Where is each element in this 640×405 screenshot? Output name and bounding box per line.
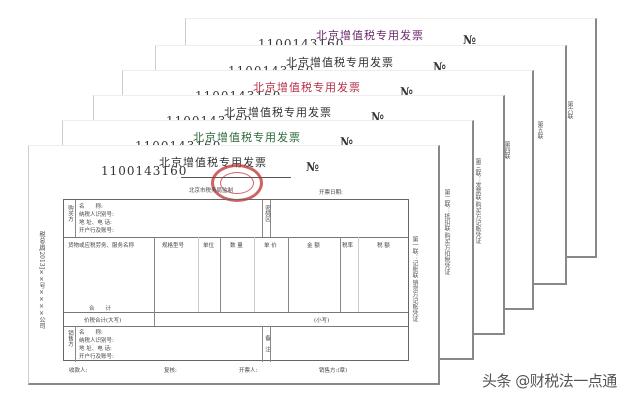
seller-label: 销售方 — [67, 330, 73, 347]
col-unit: 单位 — [203, 243, 215, 249]
official-stamp — [211, 164, 263, 202]
issue-date-label: 开票日期: — [319, 190, 343, 196]
col-tax: 税 额 — [377, 243, 390, 249]
invoice-title: 北京增值税专用发票 — [253, 81, 361, 94]
buyer-address-field: 地 址、电 话: — [79, 220, 112, 226]
buyer-bank-field: 开户行及账号: — [79, 228, 114, 234]
side-label: 第四联 — [503, 141, 510, 159]
payee-label: 收款人: — [69, 368, 88, 374]
col-amount: 金 额 — [307, 243, 320, 249]
invoice-front-sheet: 1100143160 北京增值税专用发票 № 北京市税务局监制 开票日期: 税总… — [28, 145, 440, 385]
invoice-number: 1100143160 — [101, 164, 188, 178]
col-spec: 规格型号 — [162, 243, 185, 249]
buyer-name-field: 名 称: — [79, 204, 103, 210]
invoice-title: 北京增值税专用发票 — [224, 106, 332, 119]
drawer-label: 开票人: — [239, 368, 258, 374]
side-label: 第一联：记账联 销货方记账凭证 — [411, 236, 418, 322]
col-tax-rate: 税率 — [342, 243, 354, 249]
reviewer-label: 复核: — [164, 368, 177, 374]
invoice-table: 购买方 名 称: 纳税人识别号: 地 址、电 话: 开户行及账号: 密码区 货物… — [63, 199, 409, 362]
no-mark: № — [306, 160, 320, 174]
buyer-label: 购买方 — [67, 205, 73, 222]
side-label: 第六联 — [566, 101, 573, 119]
no-mark: № — [463, 33, 477, 47]
seller-bank-field: 开户行及账号: — [79, 354, 114, 360]
seller-tax-id-field: 纳税人识别号: — [79, 338, 114, 344]
buyer-tax-id-field: 纳税人识别号: — [79, 212, 114, 218]
watermark: 头条 @财税法一点通 — [482, 372, 617, 390]
grand-total-label: 价税合计(大写) — [84, 318, 122, 324]
total-label: 合 计 — [89, 306, 112, 312]
remark-label: 备注 — [264, 335, 270, 358]
grand-total-small: (小写) — [314, 318, 330, 324]
invoice-title: 北京增值税专用发票 — [193, 131, 301, 144]
seller-seal-label: 销售方:(章) — [319, 368, 348, 374]
side-label: 第二联：抵扣联 购买方扣税凭证 — [443, 189, 450, 275]
invoice-title: 北京增值税专用发票 — [316, 29, 424, 42]
side-label: 第三联：发票联 购买方记账凭证 — [474, 158, 481, 244]
invoice-title: 北京增值税专用发票 — [286, 56, 394, 69]
seller-name-field: 名 称: — [79, 330, 103, 336]
seller-address-field: 地 址、电 话: — [79, 346, 112, 352]
col-unit-price: 单 价 — [264, 243, 277, 249]
supervision-text: 北京市税务局监制 — [189, 188, 234, 194]
cipher-label: 密码区 — [264, 205, 270, 222]
left-margin-text: 税总函[2013]××号××××公司 — [38, 231, 45, 329]
col-goods-name: 货物或应税劳务、服务名称 — [68, 243, 135, 249]
side-label: 第五联 — [536, 121, 543, 139]
col-quantity: 数 量 — [230, 243, 243, 249]
